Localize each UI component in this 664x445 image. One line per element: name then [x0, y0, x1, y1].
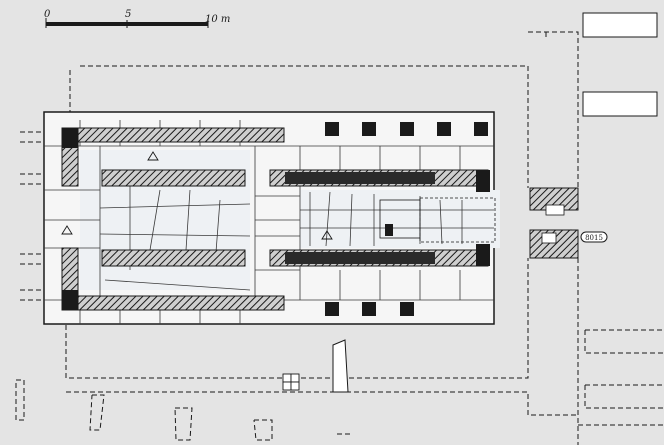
corner-block-nw [62, 128, 78, 148]
pronaos-wall-north-dark [285, 172, 435, 184]
corner-block-sw [62, 290, 78, 310]
triangle-marker-2 [61, 225, 73, 235]
anta-south [476, 244, 490, 266]
pronaos-wall-south-dark [285, 252, 435, 264]
wall-south-west [61, 295, 285, 311]
eastern-gate [529, 187, 579, 259]
stylobate-north [101, 169, 246, 187]
gate-block-north-inner [545, 204, 565, 216]
wall-north-west [61, 127, 285, 143]
central-block [385, 224, 393, 236]
paving-stones [44, 120, 494, 324]
scale-tick-5: 5 [125, 9, 131, 20]
legend-box-top [582, 12, 658, 38]
standing-stele [332, 339, 349, 393]
small-block-cluster [282, 373, 300, 391]
gate-block-south-inner [541, 232, 557, 244]
column-bases-south [325, 302, 414, 316]
column-bases-north [325, 122, 488, 136]
entrance-ramp [419, 197, 496, 243]
triangle-marker-3 [321, 230, 333, 240]
find-badge-text: 8015 [585, 234, 603, 242]
scale-tick-0: 0 [44, 9, 51, 20]
anta-north [476, 170, 490, 192]
stylobate-south [101, 249, 246, 267]
scale-bar: 0 5 10 m [44, 9, 230, 28]
legend-box-lower [582, 91, 658, 117]
scale-tick-10m: 10 m [205, 14, 230, 25]
temple-building [43, 111, 577, 325]
find-badge: 8015 [580, 231, 608, 243]
triangle-marker-1 [147, 151, 159, 161]
